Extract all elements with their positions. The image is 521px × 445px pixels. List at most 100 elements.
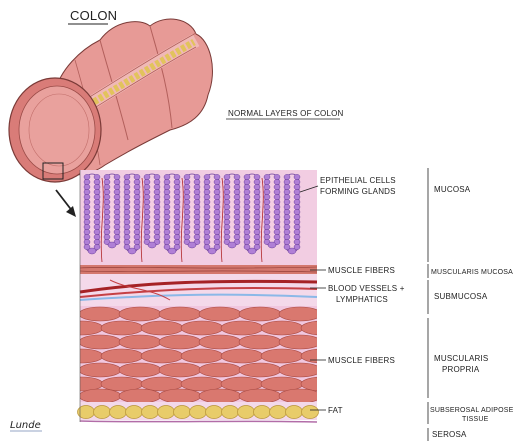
epithelial-cell bbox=[223, 214, 231, 220]
epithelial-cell bbox=[243, 239, 251, 245]
epithelial-cell bbox=[153, 179, 161, 185]
epithelial-cell bbox=[283, 204, 291, 210]
epithelial-cell bbox=[293, 189, 301, 195]
epithelial-cell bbox=[123, 204, 131, 210]
fat-cell bbox=[189, 405, 207, 419]
epithelial-cell bbox=[233, 179, 241, 185]
epithelial-cell bbox=[283, 244, 291, 250]
epithelial-cell bbox=[143, 179, 151, 185]
epithelial-cell bbox=[253, 204, 261, 210]
epithelial-cell bbox=[113, 214, 121, 220]
annotation-vessels-line2: LYMPHATICS bbox=[336, 295, 388, 304]
muscle-cell bbox=[140, 348, 184, 364]
epithelial-cell bbox=[127, 247, 137, 255]
epithelial-cell bbox=[113, 204, 121, 210]
epithelial-cell bbox=[83, 209, 91, 215]
epithelial-cell bbox=[133, 234, 141, 240]
annotation-muscle-fibers-upper: MUSCLE FIBERS bbox=[328, 266, 395, 275]
epithelial-cell bbox=[293, 199, 301, 205]
epithelial-cell bbox=[103, 199, 111, 205]
epithelial-cell bbox=[253, 194, 261, 200]
fat-cell bbox=[157, 405, 175, 419]
epithelial-cell bbox=[163, 224, 171, 230]
epithelial-cell bbox=[83, 184, 91, 190]
layer-submucosa: SUBMUCOSA bbox=[434, 292, 488, 301]
epithelial-cell bbox=[87, 247, 97, 255]
muscle-cell bbox=[260, 320, 304, 336]
epithelial-cell bbox=[223, 174, 231, 180]
blood-vessel-artery bbox=[79, 279, 318, 294]
epithelial-cell bbox=[243, 244, 251, 250]
colon-wall-block bbox=[77, 170, 319, 423]
epithelial-cell bbox=[213, 209, 221, 215]
epithelial-cell bbox=[147, 241, 157, 249]
epithelial-cell bbox=[153, 229, 161, 235]
epithelial-cell bbox=[183, 174, 191, 180]
epithelial-cell bbox=[133, 199, 141, 205]
epithelial-cell bbox=[273, 204, 281, 210]
muscle-cell bbox=[158, 362, 202, 378]
epithelial-cell bbox=[253, 199, 261, 205]
epithelial-cell bbox=[183, 179, 191, 185]
epithelial-cell bbox=[113, 174, 121, 180]
epithelial-cell bbox=[293, 184, 301, 190]
epithelial-cell bbox=[83, 234, 91, 240]
epithelial-cell bbox=[243, 199, 251, 205]
epithelial-cell bbox=[103, 224, 111, 230]
epithelial-cell bbox=[167, 247, 177, 255]
muscle-cell bbox=[238, 362, 282, 378]
epithelial-cell bbox=[283, 214, 291, 220]
epithelial-cell bbox=[113, 189, 121, 195]
epithelial-cell bbox=[233, 189, 241, 195]
epithelial-cell bbox=[143, 219, 151, 225]
epithelial-cell bbox=[263, 199, 271, 205]
epithelial-cell bbox=[263, 209, 271, 215]
muscle-cell bbox=[278, 306, 317, 322]
epithelial-cell bbox=[123, 199, 131, 205]
epithelial-cell bbox=[203, 234, 211, 240]
layer-muscularis-propria-line1: MUSCULARIS bbox=[434, 354, 488, 363]
epithelial-cell bbox=[163, 209, 171, 215]
epithelial-cell bbox=[93, 189, 101, 195]
epithelial-cell bbox=[173, 234, 181, 240]
epithelial-cell bbox=[173, 229, 181, 235]
muscle-cell bbox=[158, 334, 202, 350]
muscle-cell bbox=[180, 320, 224, 336]
epithelial-cell bbox=[113, 229, 121, 235]
epithelial-cell bbox=[103, 214, 111, 220]
annotation-fat: FAT bbox=[328, 406, 343, 415]
epithelial-cell bbox=[233, 194, 241, 200]
epithelial-cell bbox=[203, 229, 211, 235]
fat-cell bbox=[93, 405, 111, 419]
epithelial-cell bbox=[183, 219, 191, 225]
epithelial-cell bbox=[293, 174, 301, 180]
epithelial-cell bbox=[203, 239, 211, 245]
epithelial-cell bbox=[253, 229, 261, 235]
epithelial-cell bbox=[223, 184, 231, 190]
epithelial-cell bbox=[263, 179, 271, 185]
layer-subserosal-line2: TISSUE bbox=[462, 416, 489, 423]
fat-cell bbox=[221, 405, 239, 419]
epithelial-cell bbox=[153, 204, 161, 210]
epithelial-cell bbox=[283, 224, 291, 230]
magnify-arrowhead bbox=[66, 206, 76, 217]
epithelial-cell bbox=[163, 219, 171, 225]
muscle-cell bbox=[198, 306, 242, 322]
epithelial-cell bbox=[153, 214, 161, 220]
epithelial-cell bbox=[83, 204, 91, 210]
epithelial-cell bbox=[103, 174, 111, 180]
epithelial-cell bbox=[293, 214, 301, 220]
epithelial-cell bbox=[253, 244, 261, 250]
layer-muscularis-propria-line2: PROPRIA bbox=[442, 365, 480, 374]
muscle-cell bbox=[198, 388, 242, 402]
epithelial-cell bbox=[93, 199, 101, 205]
epithelial-cell bbox=[203, 179, 211, 185]
epithelial-cell bbox=[253, 224, 261, 230]
capillary bbox=[100, 177, 104, 263]
epithelial-cell bbox=[283, 189, 291, 195]
epithelial-cell bbox=[143, 204, 151, 210]
epithelial-cell bbox=[93, 209, 101, 215]
epithelial-cell bbox=[173, 204, 181, 210]
epithelial-cell bbox=[213, 224, 221, 230]
epithelial-cell bbox=[267, 241, 277, 249]
